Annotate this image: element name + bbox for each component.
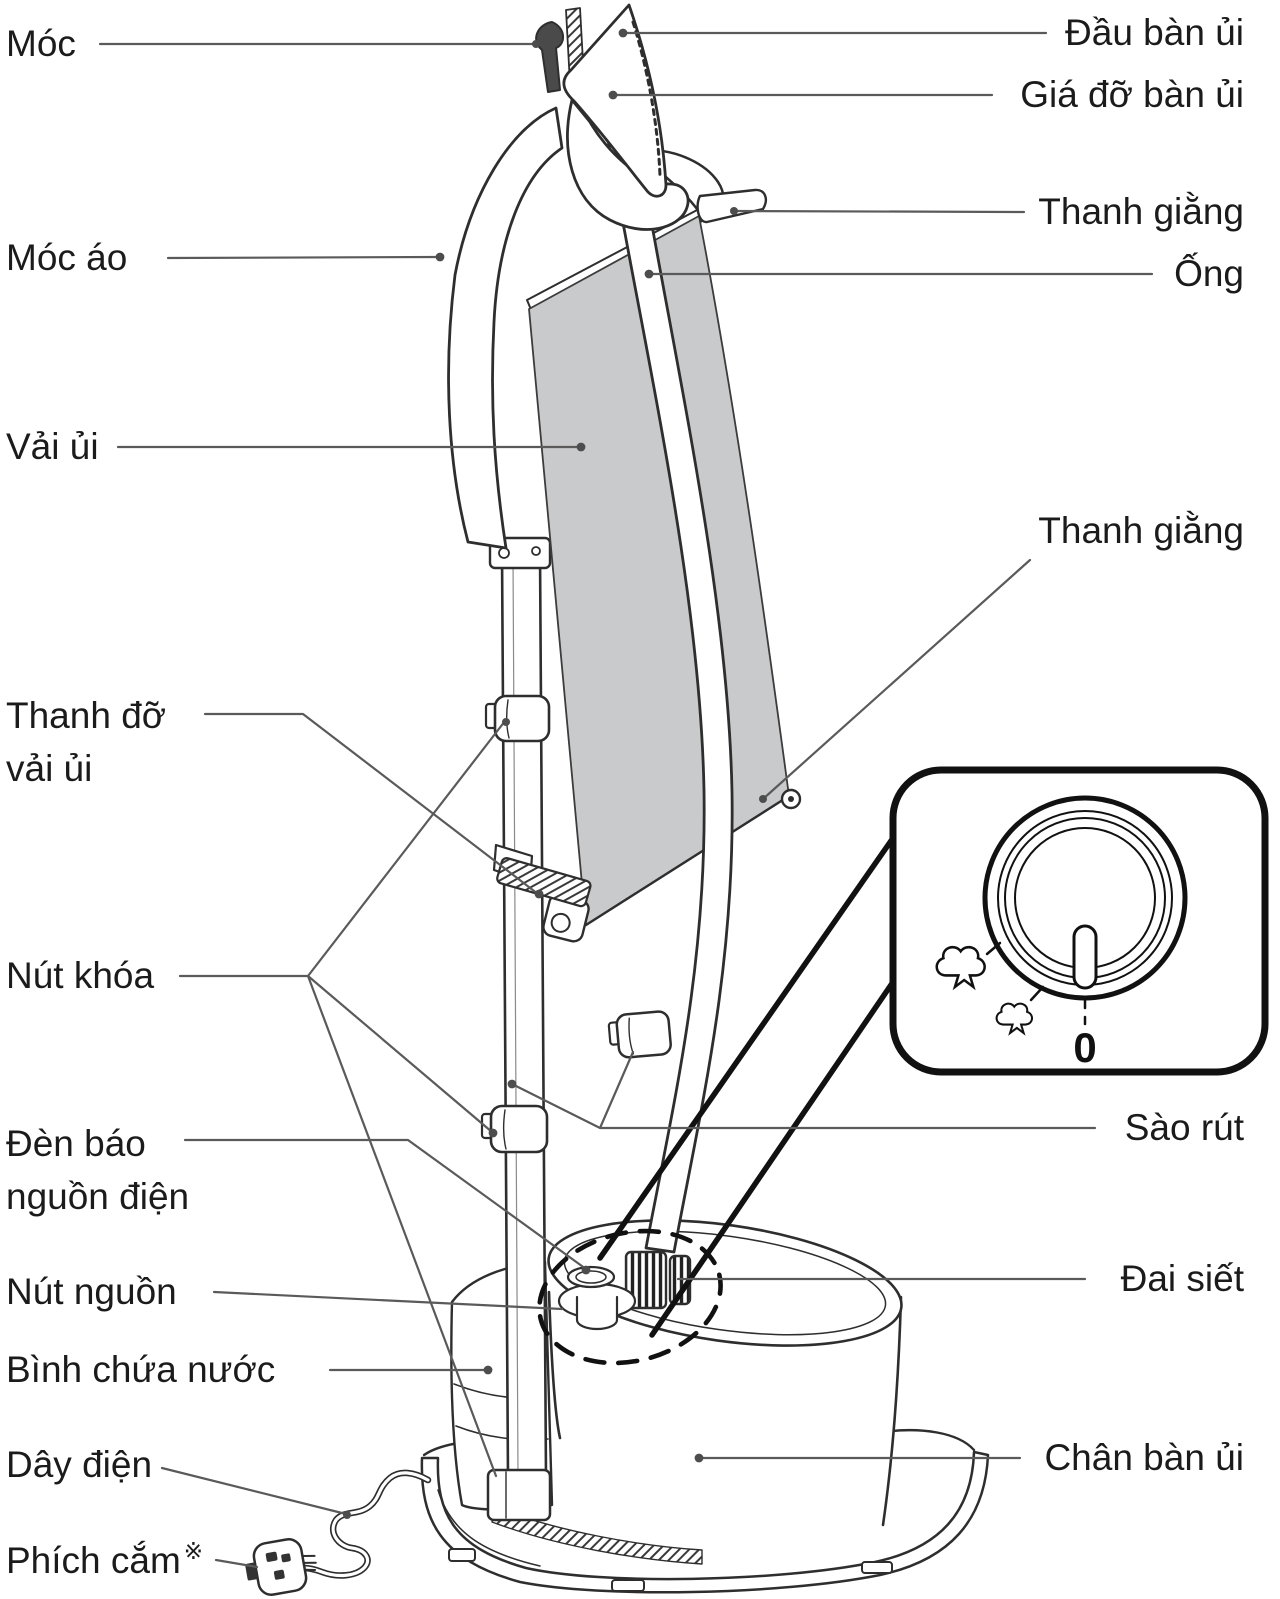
brace-bar-top xyxy=(696,188,767,224)
garment-hanger-drawing xyxy=(447,106,564,550)
label-thanh-do-line1: Thanh đỡ xyxy=(6,695,167,736)
label-binh-chua-nuoc: Bình chứa nước xyxy=(6,1349,276,1390)
leader-nut-khoa xyxy=(178,719,507,1478)
inset-pointer-line-1 xyxy=(597,835,896,1261)
label-den-bao-nguon-dien: Đèn báo nguồn điện xyxy=(6,1118,189,1223)
leader-day-dien xyxy=(160,1466,348,1516)
dial-tick-low xyxy=(1029,985,1045,1002)
leader-moc-ao xyxy=(166,255,440,260)
hook-drawing xyxy=(535,21,564,93)
label-moc-ao: Móc áo xyxy=(6,237,128,278)
label-den-bao-line2: nguồn điện xyxy=(6,1175,190,1217)
power-cord-drawing xyxy=(300,1469,432,1579)
label-chan-ban-ui: Chân bàn ủi xyxy=(1044,1437,1244,1478)
label-sao-rut: Sào rút xyxy=(1124,1107,1244,1148)
label-moc: Móc xyxy=(6,23,76,64)
label-ong: Ống xyxy=(1174,253,1244,294)
leader-dots xyxy=(343,28,767,1519)
pole-drawing xyxy=(500,550,548,1480)
leader-lines xyxy=(98,28,1154,1569)
leader-thanh-giang-top xyxy=(732,209,1026,214)
label-gia-do-ban-ui: Giá đỡ bàn ủi xyxy=(1020,74,1244,115)
leader-thanh-giang-mid xyxy=(761,558,1032,801)
tank-knob-drawing xyxy=(557,1265,637,1331)
dial-zero-label: 0 xyxy=(1073,1024,1096,1071)
label-nut-khoa: Nút khóa xyxy=(6,955,155,996)
dial-inset-box: 0 xyxy=(597,766,1269,1338)
lock-clamp-tube xyxy=(607,1010,672,1059)
hose-tube-drawing xyxy=(604,120,734,1254)
inset-pointer-line-2 xyxy=(649,979,896,1338)
label-day-dien: Dây điện xyxy=(6,1444,153,1485)
label-dau-ban-ui: Đầu bàn ủi xyxy=(1065,12,1244,53)
label-dai-siet: Đai siết xyxy=(1120,1258,1244,1299)
label-thanh-do-line2: vải ủi xyxy=(6,747,93,789)
dial-tick-high xyxy=(985,941,1002,956)
pole-base-socket xyxy=(486,1468,552,1522)
leader-phich-cam xyxy=(214,1558,259,1569)
base-drawing xyxy=(420,1450,990,1594)
fabric-bottom-bar-end xyxy=(780,788,802,810)
label-den-bao-line1: Đèn báo xyxy=(6,1123,146,1164)
label-vai-ui: Vải ủi xyxy=(6,426,99,467)
leader-nut-nguon xyxy=(212,1290,564,1311)
leader-den-bao xyxy=(183,1138,588,1271)
power-plug-drawing xyxy=(245,1538,317,1596)
label-thanh-giang-mid: Thanh giằng xyxy=(1038,510,1244,551)
leader-thanh-do xyxy=(203,712,540,896)
label-phich-cam: Phích cắm※ xyxy=(6,1538,204,1583)
label-phich-cam-text: Phích cắm xyxy=(6,1540,181,1581)
label-thanh-do-vai-ui: Thanh đỡ vải ủi xyxy=(6,690,166,795)
label-thanh-giang-top: Thanh giằng xyxy=(1038,191,1244,232)
leader-sao-rut xyxy=(510,1050,1097,1130)
label-nut-nguon: Nút nguồn xyxy=(6,1271,177,1312)
dial-indicator xyxy=(1072,924,1098,990)
label-phich-cam-note: ※ xyxy=(183,1538,204,1564)
